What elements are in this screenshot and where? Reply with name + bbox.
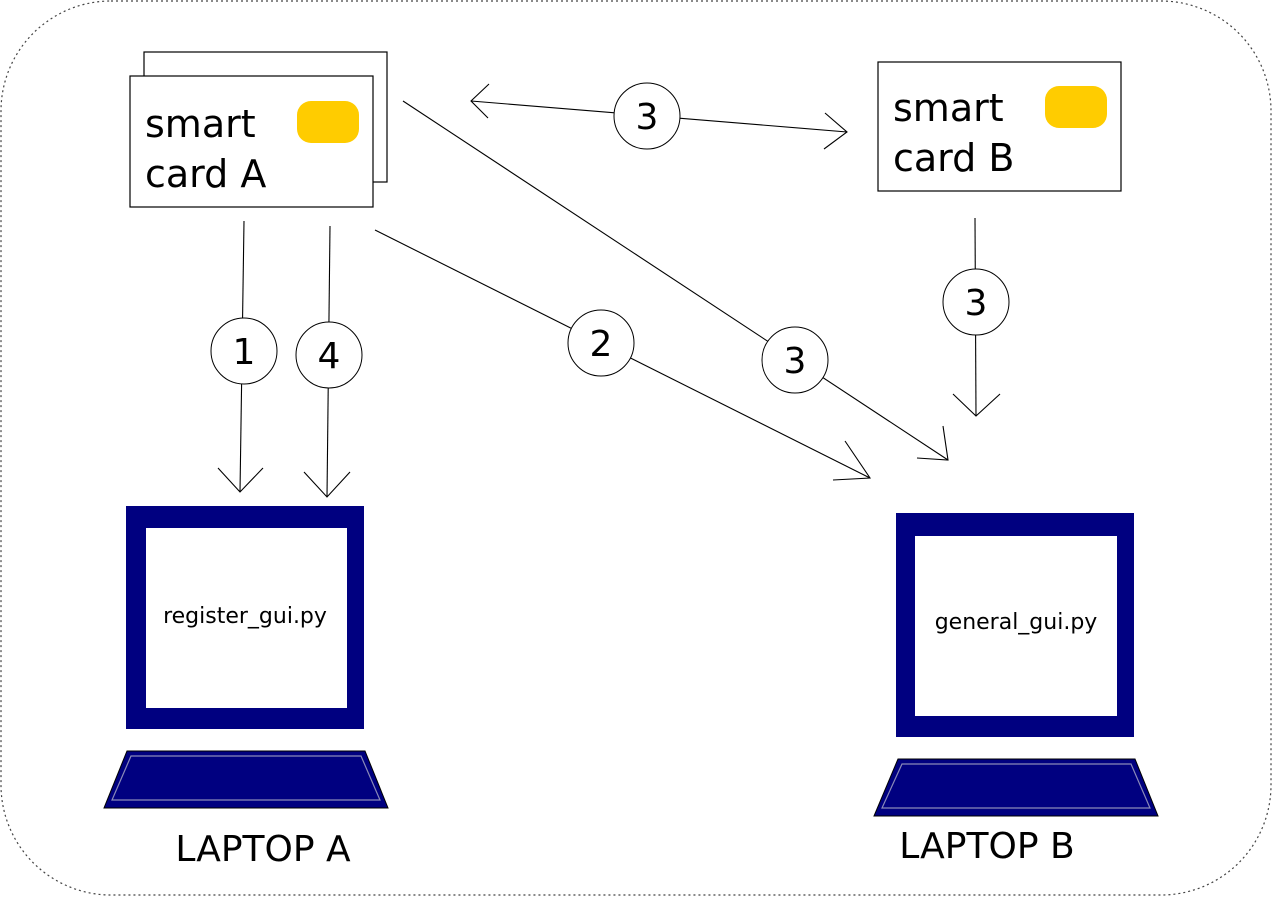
smart-card-a: smart card A	[129, 51, 388, 208]
step-badge-3b-label: 3	[636, 97, 659, 138]
step-badge-3c-label: 3	[965, 283, 988, 324]
step-badge-4: 4	[295, 321, 363, 389]
smart-card-b-line2: card B	[893, 136, 1014, 180]
smart-card-a-chip-icon	[297, 101, 359, 143]
laptop-b-screen-text: general_gui.py	[935, 610, 1098, 635]
laptop-b-keyboard-icon	[873, 758, 1159, 817]
laptop-a-screen	[146, 528, 347, 708]
step-badge-3-card-b-to-laptop-b: 3	[942, 268, 1010, 336]
step-badge-3a-label: 3	[784, 341, 807, 382]
smart-card-a-line1: smart	[145, 102, 256, 146]
step-badge-4-label: 4	[318, 336, 341, 377]
step-badge-3-card-a-to-laptop-b: 3	[761, 326, 829, 394]
step-badge-1: 1	[210, 317, 278, 385]
laptop-b-label: LAPTOP B	[899, 826, 1074, 867]
step-badge-2: 2	[567, 309, 635, 377]
arrow-step-3-card-a-to-laptop-b	[402, 100, 949, 461]
laptop-b-screen	[915, 536, 1117, 716]
laptop-a-keyboard-icon	[103, 750, 389, 809]
laptop-b: general_gui.py LAPTOP B	[873, 513, 1159, 867]
step-badge-2-label: 2	[590, 324, 613, 365]
laptop-a-screen-text: register_gui.py	[163, 604, 327, 629]
laptop-a-label: LAPTOP A	[175, 829, 351, 870]
smart-card-b-chip-icon	[1045, 86, 1107, 128]
laptop-a: register_gui.py LAPTOP A	[103, 506, 389, 870]
step-badge-1-label: 1	[233, 332, 256, 373]
step-badge-3-card-exchange: 3	[613, 82, 681, 150]
smart-card-a-line2: card A	[145, 152, 266, 196]
smart-card-b: smart card B	[877, 61, 1122, 192]
smart-card-b-line1: smart	[893, 86, 1004, 130]
